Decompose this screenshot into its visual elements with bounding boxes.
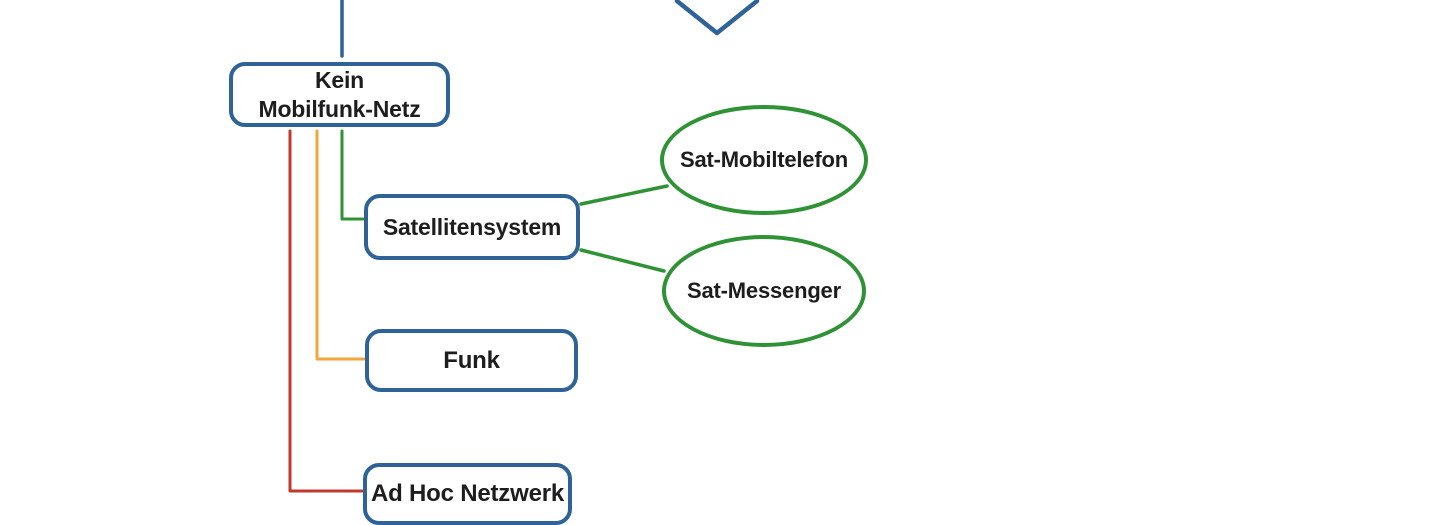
node-label: Ad Hoc Netzwerk xyxy=(370,480,565,507)
edge-kein-to-satellitensystem xyxy=(340,129,365,221)
edge-satellitensystem-to-sat-messenger xyxy=(579,248,666,273)
node-label: Funk xyxy=(443,346,500,374)
edge-kein-to-funk xyxy=(315,129,366,361)
node-ad-hoc-netzwerk: Ad Hoc Netzwerk xyxy=(363,463,572,525)
edges-layer xyxy=(288,0,760,493)
node-sat-messenger: Sat-Messenger xyxy=(662,235,866,347)
mindmap-canvas: Kein Mobilfunk-Netz Satellitensystem Fun… xyxy=(229,0,868,525)
node-label: Sat-Mobiltelefon xyxy=(680,147,848,172)
diamond-node-icon xyxy=(674,0,760,36)
node-funk: Funk xyxy=(365,329,578,392)
node-satellitensystem: Satellitensystem xyxy=(364,194,580,260)
node-sat-mobiltelefon: Sat-Mobiltelefon xyxy=(660,105,868,215)
node-label-line: Mobilfunk-Netz xyxy=(258,95,421,122)
node-label: Sat-Messenger xyxy=(687,278,841,303)
node-kein-mobilfunk-netz: Kein Mobilfunk-Netz xyxy=(229,62,450,127)
node-label-line: Kein xyxy=(314,67,365,94)
edge-kein-to-adhoc xyxy=(288,129,364,493)
edge-satellitensystem-to-sat-mobiltelefon xyxy=(579,184,669,206)
node-label: Satellitensystem xyxy=(382,213,562,240)
